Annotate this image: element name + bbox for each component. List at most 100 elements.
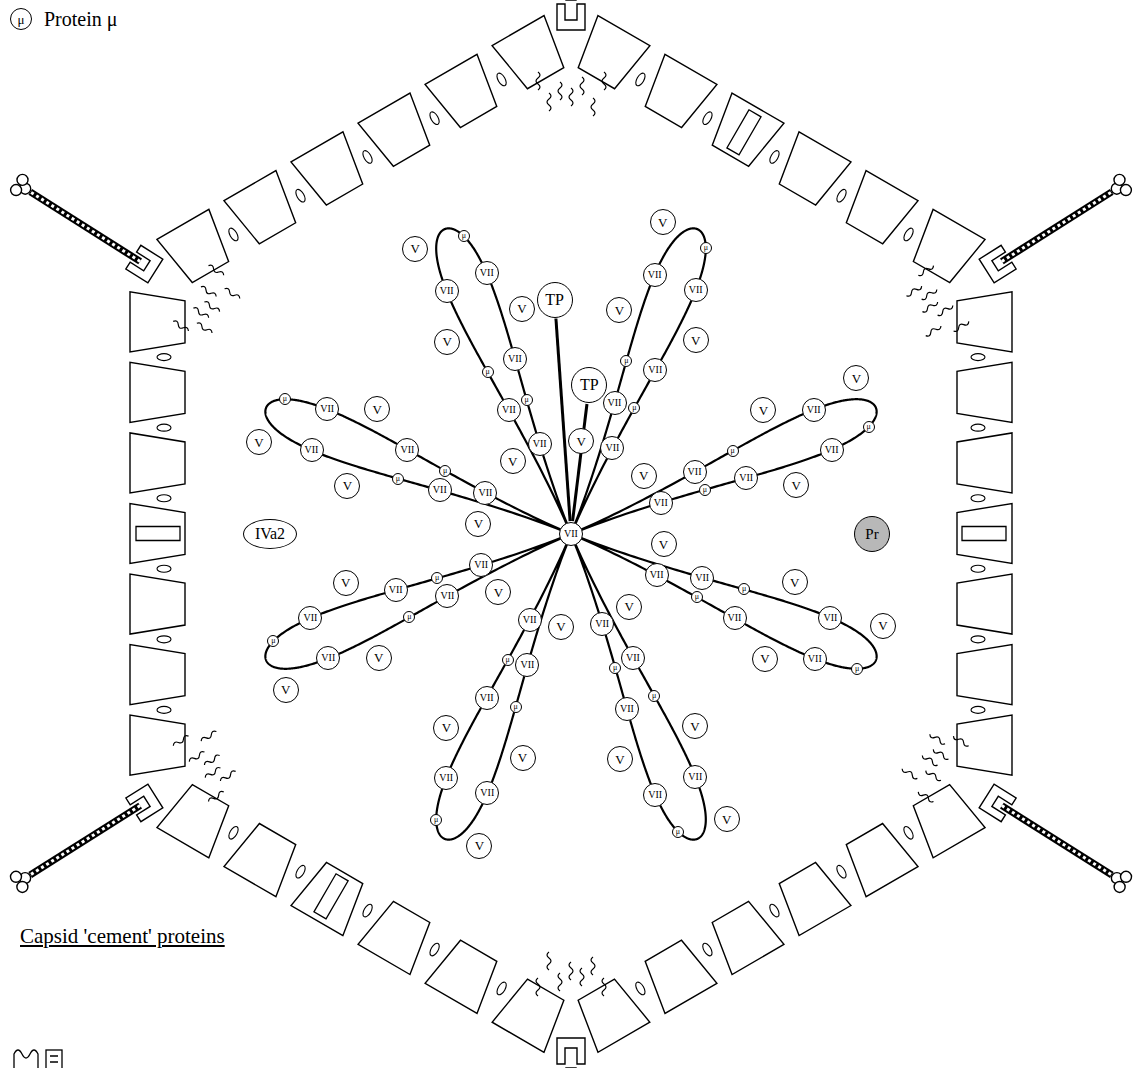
hexon <box>957 645 1012 705</box>
legend-row: Protein μ <box>10 8 118 30</box>
node-label: VII <box>626 653 640 663</box>
fibre-knob <box>1114 174 1125 185</box>
cement-protein <box>536 72 540 90</box>
minor-capsid-protein <box>157 495 171 502</box>
protein-mu-circle: μ <box>521 394 533 406</box>
hexon <box>957 715 1012 775</box>
protein-mu-circle: μ <box>609 662 621 674</box>
node-label: V <box>639 469 648 482</box>
node-label: μ <box>742 585 746 593</box>
node-label: VII <box>478 488 492 498</box>
terminal-protein-circle: TP <box>571 367 607 403</box>
protein-v-circle: V <box>273 677 299 703</box>
protein-mu-circle: μ <box>431 572 443 584</box>
protein-v-circle: V <box>568 428 594 454</box>
node-label: μ <box>703 486 707 494</box>
protein-vii-circle: VII <box>384 578 408 602</box>
penton-base <box>979 245 1016 283</box>
hexon <box>645 54 717 127</box>
minor-capsid-protein <box>294 864 307 880</box>
node-label: μ <box>652 692 656 700</box>
hexon <box>130 715 185 775</box>
protein-v-circle: V <box>509 296 535 322</box>
minor-capsid-protein <box>701 110 714 126</box>
hexon <box>957 574 1012 634</box>
node-label: VII <box>508 354 522 364</box>
minor-capsid-protein <box>227 227 240 243</box>
minor-capsid-protein <box>768 903 781 919</box>
cement-protein <box>918 792 933 802</box>
hexon <box>957 292 1012 352</box>
protein-vii-circle: VII <box>690 566 714 590</box>
dna-strands <box>265 228 876 839</box>
protein-v-circle: V <box>607 746 633 772</box>
minor-capsid-protein <box>157 354 171 361</box>
minor-capsid-protein <box>157 565 171 572</box>
hexon <box>224 171 296 244</box>
protein-v-circle: V <box>616 594 642 620</box>
node-label: V <box>659 538 668 551</box>
legend-text: Protein μ <box>44 9 118 29</box>
dna-tether-line <box>573 404 587 521</box>
capsid-protein-bar <box>136 527 180 541</box>
dna-strand <box>436 534 571 840</box>
node-label: VII <box>502 405 516 415</box>
node-label: VII <box>695 573 709 583</box>
dna-strand <box>571 228 706 534</box>
cement-protein <box>569 88 573 106</box>
protein-vii-circle: VII <box>803 647 827 671</box>
cement-protein <box>930 734 945 744</box>
protein-vii-circle: VII <box>315 397 339 421</box>
hexon <box>291 862 363 935</box>
penton-base <box>557 4 585 30</box>
node-label: V <box>254 436 263 449</box>
node-label: V <box>474 517 483 530</box>
hexon <box>130 504 185 564</box>
node-label: V <box>691 334 700 347</box>
hexon <box>779 862 851 935</box>
cement-protein <box>204 302 219 312</box>
cement-protein <box>569 962 573 980</box>
node-label: V <box>625 600 634 613</box>
node-label: VII <box>440 286 454 296</box>
protein-vii-circle: VII <box>643 783 667 807</box>
node-label: VII <box>480 788 494 798</box>
minor-capsid-protein <box>902 825 915 841</box>
protein-v-circle: V <box>683 327 709 353</box>
node-label: μ <box>443 467 447 475</box>
cement-protein <box>173 736 188 746</box>
cement-protein <box>205 768 220 778</box>
protein-v-circle: V <box>466 833 492 859</box>
node-label: V <box>792 479 801 492</box>
fibre-knob <box>17 174 28 185</box>
cement-protein <box>558 973 562 991</box>
protein-vii-circle: VII <box>684 278 708 302</box>
hexon <box>712 93 784 166</box>
node-label: V <box>475 839 484 852</box>
protein-v-circle: V <box>783 472 809 498</box>
hexon <box>425 54 497 127</box>
legend: Protein μ <box>10 8 118 30</box>
cement-protein <box>933 749 948 759</box>
node-label: μ <box>855 665 859 673</box>
hexon <box>846 171 918 244</box>
node-label: V <box>760 652 769 665</box>
dna-strand <box>571 534 706 840</box>
node-label: V <box>374 651 383 664</box>
protein-v-circle: V <box>631 463 657 489</box>
node-label: V <box>658 216 667 229</box>
hexon <box>578 16 650 89</box>
protein-mu-circle: μ <box>502 654 514 666</box>
protein-v-circle: V <box>650 209 676 235</box>
node-label: V <box>690 720 699 733</box>
penton-base <box>126 245 163 283</box>
node-label: V <box>878 619 887 632</box>
hexon <box>712 901 784 974</box>
minor-capsid-protein <box>835 864 848 880</box>
minor-capsid-protein <box>634 981 647 997</box>
minor-capsid-protein <box>157 636 171 643</box>
protein-vii-circle: VII <box>734 466 758 490</box>
minor-capsid-protein <box>634 72 647 88</box>
node-label: μ <box>730 447 734 455</box>
node-label: VII <box>533 439 547 449</box>
